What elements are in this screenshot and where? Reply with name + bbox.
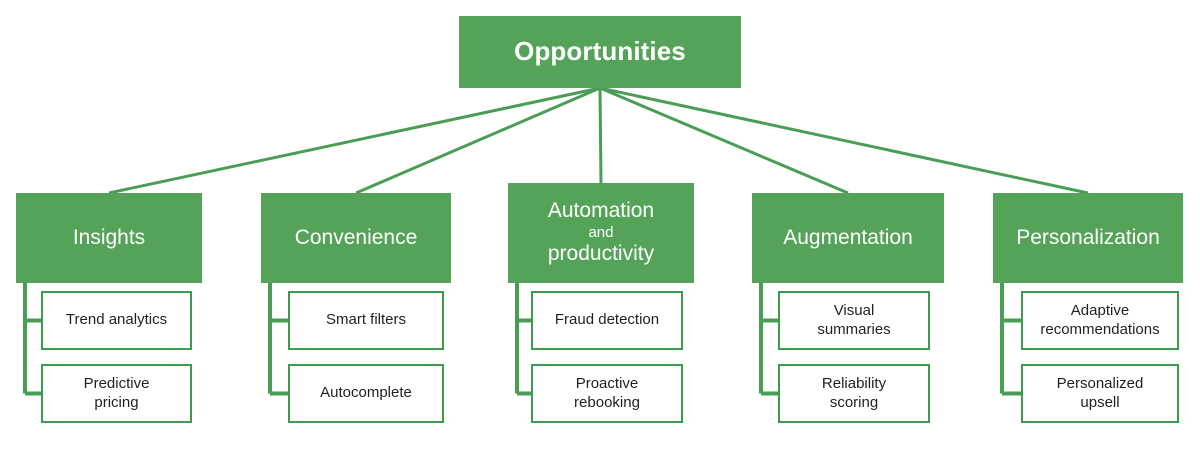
leaf-node-label: Reliability scoring [821,374,887,411]
branch-node-insights[interactable]: Insights [16,193,202,283]
branch-node-convenience[interactable]: Convenience [261,193,451,283]
leaf-node-autocomplete[interactable]: Autocomplete [288,364,444,423]
leaf-node-predictive-pricing[interactable]: Predictive pricing [41,364,192,423]
leaf-node-label: Autocomplete [320,384,412,402]
branch-node-label: Automation and productivity [547,199,655,265]
leaf-node-label: Personalized upsell [1056,374,1144,411]
leaf-node-fraud-detection[interactable]: Fraud detection [531,291,683,350]
branch-node-label: Convenience [294,225,418,249]
leaf-node-label: Smart filters [325,311,406,329]
leaf-node-adaptive-recommendations[interactable]: Adaptive recommendations [1021,291,1179,350]
branch-node-label: Insights [72,225,146,249]
root-node-opportunities[interactable]: Opportunities [459,16,741,88]
root-connector-edges [108,86,1089,195]
branch-node-augmentation[interactable]: Augmentation [752,193,944,283]
leaf-node-label: Predictive pricing [83,374,150,411]
leaf-node-label: Fraud detection [554,311,660,329]
leaf-node-trend-analytics[interactable]: Trend analytics [41,291,192,350]
branch-node-automation-and-productivity[interactable]: Automation and productivity [508,183,694,283]
leaf-node-personalized-upsell[interactable]: Personalized upsell [1021,364,1179,423]
root-node-label: Opportunities [514,36,686,67]
leaf-node-label: Visual summaries [817,301,891,338]
leaf-node-label: Proactive rebooking [574,374,640,411]
leaf-node-visual-summaries[interactable]: Visual summaries [778,291,930,350]
leaf-node-smart-filters[interactable]: Smart filters [288,291,444,350]
branch-node-personalization[interactable]: Personalization [993,193,1183,283]
leaf-node-label: Trend analytics [65,311,168,329]
leaf-node-label: Adaptive recommendations [1040,301,1160,338]
leaf-node-reliability-scoring[interactable]: Reliability scoring [778,364,930,423]
leaf-node-proactive-rebooking[interactable]: Proactive rebooking [531,364,683,423]
branch-node-label: Augmentation [783,225,913,249]
branch-node-label: Personalization [1016,225,1160,249]
